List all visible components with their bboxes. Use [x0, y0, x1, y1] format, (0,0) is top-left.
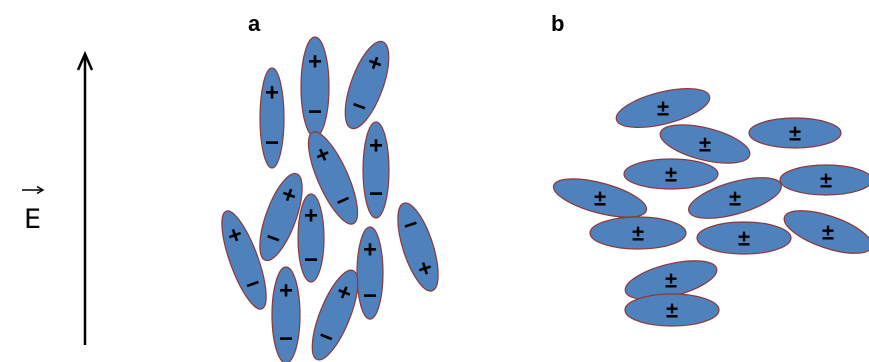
plus-sign: +	[308, 49, 322, 76]
polarized-molecule: +−	[260, 68, 284, 168]
minus-sign: −	[369, 181, 383, 208]
plus-minus-sign: ±	[822, 220, 834, 245]
plus-sign: +	[363, 237, 377, 264]
polarized-molecule: −+	[390, 199, 447, 296]
plus-sign: +	[279, 278, 293, 305]
plus-minus-sign: ±	[666, 298, 678, 323]
molecule-ellipse	[336, 36, 398, 133]
neutral-molecule: ±	[697, 222, 791, 254]
neutral-molecule: ±	[590, 217, 686, 249]
minus-sign: −	[308, 99, 322, 126]
plus-minus-sign: ±	[789, 121, 801, 146]
neutral-molecule: ±	[749, 118, 841, 148]
field-label: E	[24, 204, 41, 235]
neutral-molecule: ±	[779, 202, 869, 262]
neutral-molecule: ±	[624, 159, 718, 189]
polarized-molecule: +−	[336, 36, 398, 133]
plus-sign: +	[265, 80, 279, 107]
polarized-molecule: +−	[357, 227, 383, 319]
plus-minus-sign: ±	[665, 268, 677, 293]
plus-minus-sign: ±	[738, 226, 750, 251]
plus-minus-sign: ±	[729, 186, 741, 211]
plus-minus-sign: ±	[665, 162, 677, 187]
field-vector-arrow-icon	[22, 187, 43, 194]
minus-sign: −	[304, 247, 318, 274]
plus-sign: +	[369, 133, 383, 160]
molecule-ellipse	[390, 199, 447, 296]
polarized-molecule: +−	[301, 37, 329, 137]
neutral-molecule: ±	[780, 165, 869, 195]
plus-minus-sign: ±	[632, 221, 644, 246]
plus-minus-sign: ±	[699, 132, 711, 157]
plus-minus-sign: ±	[820, 168, 832, 193]
plus-sign: +	[304, 203, 318, 230]
plus-minus-sign: ±	[657, 96, 669, 121]
polarized-molecule: +−	[272, 267, 300, 362]
panel-label-b: b	[551, 11, 564, 36]
minus-sign: −	[265, 130, 279, 157]
minus-sign: −	[363, 283, 377, 310]
molecules-aligned-group: +−+−+−+−+−+−+−+−−++−+−+−	[213, 36, 446, 362]
polarized-molecule: +−	[298, 194, 324, 282]
plus-minus-sign: ±	[594, 186, 606, 211]
polarized-molecule: +−	[363, 122, 389, 218]
molecules-random-group: ± ± ± ± ± ± ± ± ± ± ± ±	[550, 81, 869, 326]
panel-label-a: a	[248, 11, 261, 36]
minus-sign: −	[279, 326, 293, 353]
neutral-molecule: ±	[625, 294, 719, 326]
